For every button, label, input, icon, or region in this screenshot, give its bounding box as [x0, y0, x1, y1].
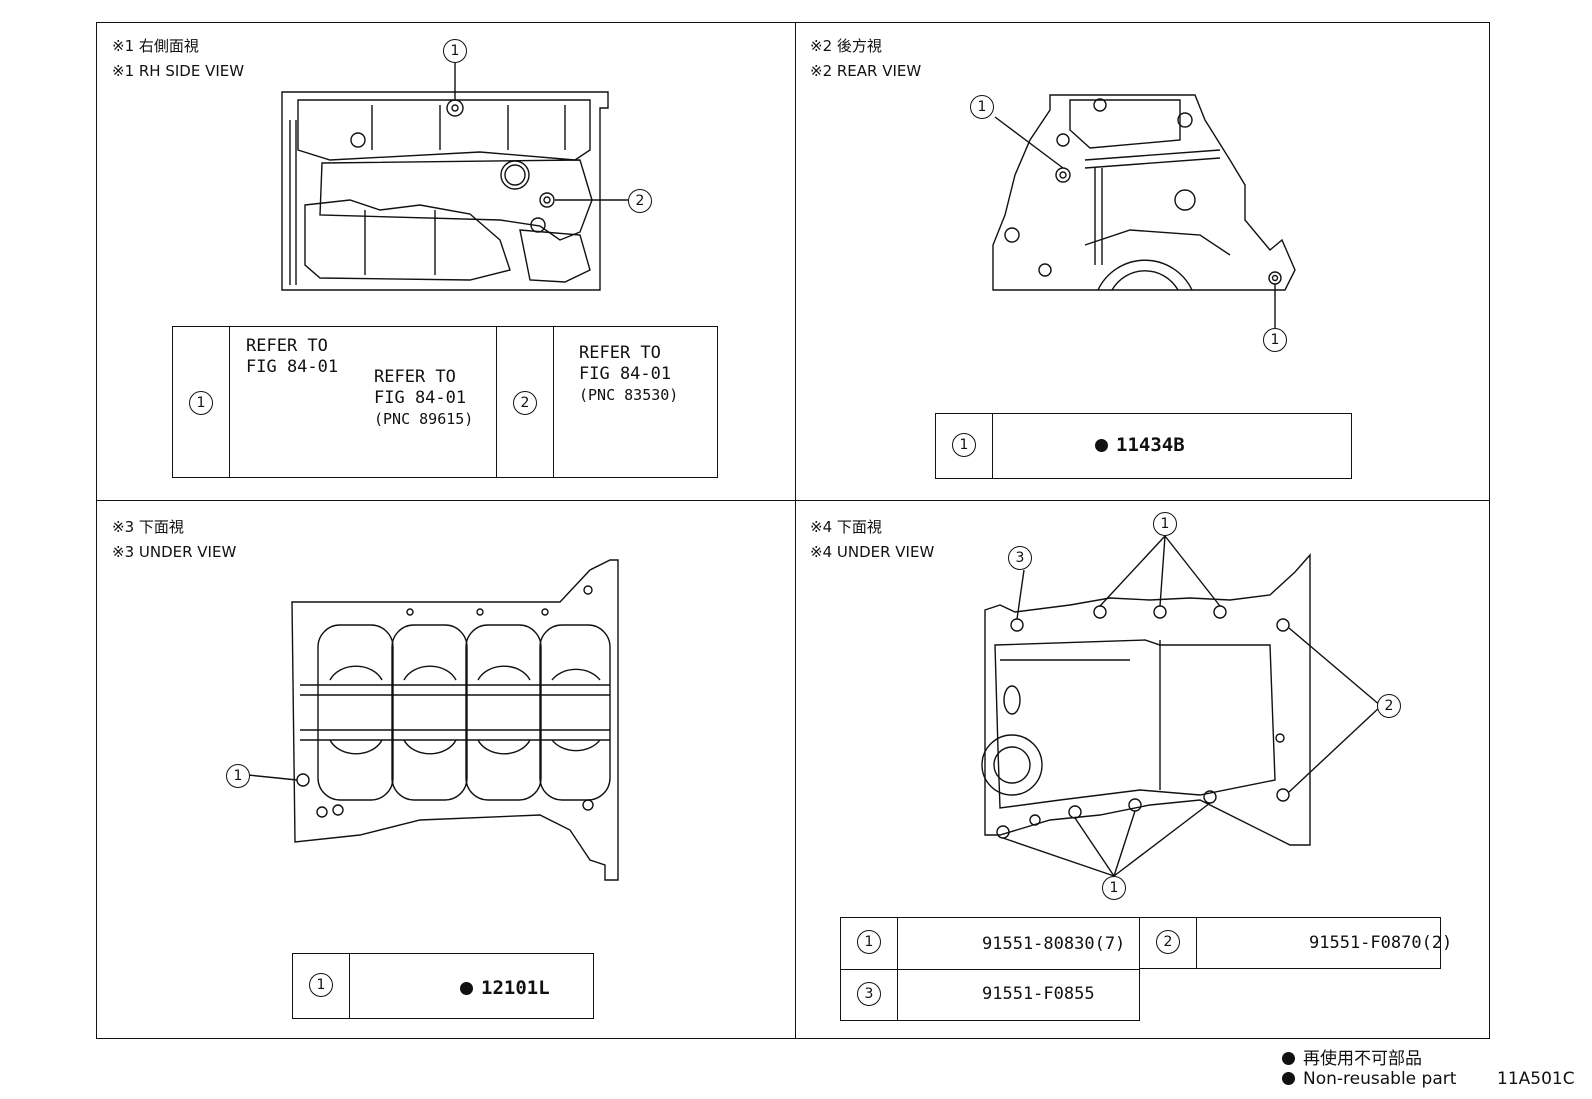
- non-reusable-dot: [460, 982, 473, 995]
- callout-1-view4-bottom: 1: [1102, 876, 1126, 900]
- ref-b-line1: REFER TO: [374, 367, 456, 387]
- view1-label: ※1 右側面視 ※1 RH SIDE VIEW: [112, 34, 244, 84]
- legend-en-text: Non-reusable part: [1303, 1069, 1457, 1089]
- view3-label: ※3 下面視 ※3 UNDER VIEW: [112, 515, 236, 565]
- callout-1-view4-top: 1: [1153, 512, 1177, 536]
- callout-1-view2-top: 1: [970, 95, 994, 119]
- view1-label-jp: ※1 右側面視: [112, 37, 199, 55]
- part-11434B: 11434B: [1095, 434, 1185, 456]
- callout-2-view1: 2: [628, 189, 652, 213]
- refer-knock-sensor-bolt: REFER TO FIG 84-01: [246, 336, 338, 378]
- part-91551-80830: 91551-80830(7): [982, 934, 1126, 954]
- diagram-frame: [96, 22, 1490, 1039]
- part-11434B-number: 11434B: [1116, 434, 1185, 456]
- part-91551-F0870: 91551-F0870(2): [1309, 933, 1453, 953]
- view1-label-en: ※1 RH SIDE VIEW: [112, 62, 245, 80]
- refer-knock-sensor: REFER TO FIG 84-01 (PNC 89615): [374, 367, 473, 430]
- non-reusable-dot: [1095, 439, 1108, 452]
- legend-jp: 再使用不可部品: [1282, 1044, 1422, 1069]
- ref-a-line2: FIG 84-01: [246, 357, 339, 377]
- part-91551-F0855: 91551-F0855: [982, 984, 1095, 1004]
- callout-1-view1: 1: [443, 39, 467, 63]
- parts-table-view4-right: [1139, 917, 1441, 969]
- legend-dot: [1282, 1072, 1295, 1085]
- table4-callout-1: 1: [857, 930, 881, 954]
- ref-b-line2: FIG 84-01: [374, 388, 467, 408]
- view2-label: ※2 後方視 ※2 REAR VIEW: [810, 34, 921, 84]
- callout-2-view4: 2: [1377, 694, 1401, 718]
- callout-3-view4: 3: [1008, 546, 1032, 570]
- part-12101L: 12101L: [460, 977, 550, 999]
- parts-table-view3: [292, 953, 594, 1019]
- view4-label-jp: ※4 下面視: [810, 518, 882, 536]
- ref-b-pnc: (PNC 89615): [374, 410, 474, 428]
- table1-callout-1: 1: [189, 391, 213, 415]
- parts-table-view4-left: [840, 917, 1140, 1021]
- legend-en: Non-reusable part: [1282, 1069, 1456, 1089]
- rear-view-drawing: [992, 94, 1296, 328]
- table4-callout-2: 2: [1156, 930, 1180, 954]
- refer-oil-pressure-switch: REFER TO FIG 84-01 (PNC 83530): [579, 343, 678, 406]
- callout-1-view2-bottom: 1: [1263, 328, 1287, 352]
- vertical-divider: [795, 22, 796, 1039]
- parts-table-view2: [935, 413, 1352, 479]
- under-view-3-drawing: [247, 559, 619, 881]
- legend-jp-text: 再使用不可部品: [1303, 1049, 1422, 1069]
- view4-label: ※4 下面視 ※4 UNDER VIEW: [810, 515, 934, 565]
- ref-c-line2: FIG 84-01: [579, 364, 672, 384]
- ref-a-line1: REFER TO: [246, 336, 328, 356]
- callout-1-view3: 1: [226, 764, 250, 788]
- table4-callout-3: 3: [857, 982, 881, 1006]
- rh-side-view-drawing: [281, 62, 628, 291]
- ref-c-pnc: (PNC 83530): [579, 386, 679, 404]
- table1-callout-2: 2: [513, 391, 537, 415]
- diagram-code: 11A501C: [1497, 1069, 1575, 1089]
- part-12101L-number: 12101L: [481, 977, 550, 999]
- parts-table-view1: [172, 326, 718, 478]
- table2-callout-1: 1: [952, 433, 976, 457]
- view2-label-jp: ※2 後方視: [810, 37, 882, 55]
- view4-label-en: ※4 UNDER VIEW: [810, 543, 935, 561]
- view3-label-en: ※3 UNDER VIEW: [112, 543, 237, 561]
- legend-dot: [1282, 1052, 1295, 1065]
- ref-c-line1: REFER TO: [579, 343, 661, 363]
- view2-label-en: ※2 REAR VIEW: [810, 62, 922, 80]
- under-view-4-drawing: [981, 535, 1382, 877]
- horizontal-divider: [96, 500, 1490, 501]
- view3-label-jp: ※3 下面視: [112, 518, 184, 536]
- table3-callout-1: 1: [309, 973, 333, 997]
